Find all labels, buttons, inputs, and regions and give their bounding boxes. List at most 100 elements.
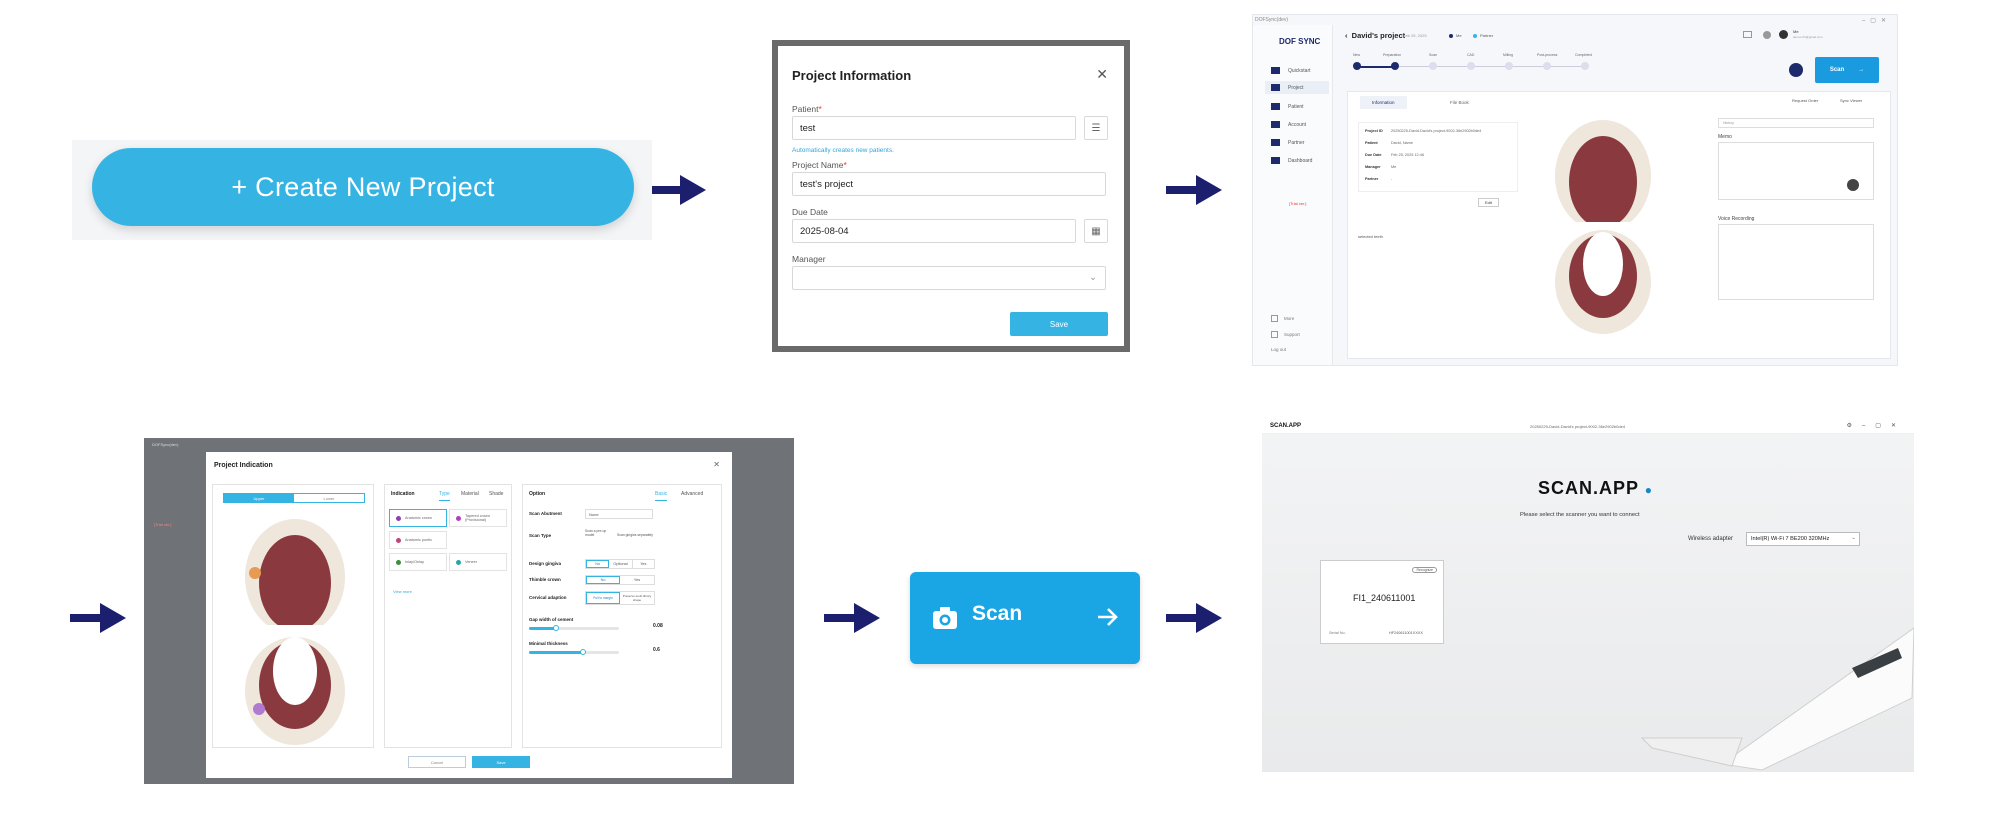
dental-arch-image[interactable] (225, 511, 365, 747)
flow-arrow-3 (70, 603, 126, 633)
memo-label: Memo (1718, 134, 1732, 140)
sidebar-item-dashboard[interactable]: Dashboard (1271, 157, 1312, 164)
sidebar-item-account[interactable]: Account (1271, 121, 1306, 128)
scanner-card[interactable]: Recognize FI1_240611001 Serial No. HF240… (1320, 560, 1444, 644)
patient-field[interactable]: test (792, 116, 1076, 140)
gap-width-slider[interactable] (529, 625, 619, 631)
save-button[interactable]: Save (472, 756, 530, 768)
close-icon[interactable]: ✕ (713, 460, 720, 469)
tab-type[interactable]: Type (439, 491, 450, 501)
close-icon[interactable]: ✕ (1096, 66, 1108, 82)
view-more-link[interactable]: View more (393, 589, 412, 594)
adapter-select[interactable]: Intel(R) Wi-Fi 7 BE200 320MHz⌄ (1746, 532, 1860, 546)
indication-chip[interactable]: Veneer (449, 553, 507, 571)
scan-type-option[interactable]: Scan a pre-op model (585, 529, 607, 537)
window-controls[interactable]: –▢✕ (1861, 18, 1891, 24)
tab-shade[interactable]: Shade (489, 491, 504, 497)
patient-label: Patient* (792, 104, 822, 114)
toggle-upper[interactable]: Upper (224, 494, 294, 502)
segment-option[interactable]: Preserve tooth library shape (622, 594, 652, 602)
edit-button[interactable]: Edit (1478, 198, 1499, 207)
slider-handle[interactable] (580, 649, 586, 655)
step-label: Preparation (1383, 53, 1402, 57)
step-dot (1429, 62, 1437, 70)
scan-button[interactable]: Scan (910, 572, 1140, 664)
serial-label: Serial No. (1329, 631, 1346, 635)
tab-information[interactable]: Information (1360, 96, 1407, 109)
mic-icon[interactable] (1847, 179, 1859, 191)
sidebar-item-logout[interactable]: Log out (1271, 347, 1286, 352)
notification-icon[interactable] (1763, 31, 1771, 39)
thimble-crown-segmented[interactable]: No Yes (585, 575, 655, 585)
sidebar-item-support[interactable]: Support (1271, 331, 1300, 338)
sync-viewer-button[interactable]: Sync Viewer (1840, 98, 1863, 103)
voice-recording-area[interactable] (1718, 224, 1874, 300)
cervical-adaption-segmented[interactable]: Pull to margin Preserve tooth library sh… (585, 591, 655, 605)
scanner-icon[interactable] (1789, 63, 1803, 77)
project-information-panel: Project Information ✕ Patient* test ☰ Au… (772, 40, 1130, 352)
indication-chip[interactable]: Anatomic crown (389, 509, 447, 527)
scan-type-label: Scan Type (529, 533, 552, 538)
sidebar-item-patient[interactable]: Patient (1271, 103, 1304, 110)
cervical-adaption-label: Cervical adaption (529, 595, 567, 600)
adapter-label: Wireless adapter (1688, 536, 1734, 542)
segment-option[interactable]: Yes (640, 562, 647, 566)
scan-button[interactable]: Scan→ (1815, 57, 1879, 83)
project-name-label: Project Name* (792, 160, 847, 170)
minimal-thickness-slider[interactable] (529, 649, 619, 655)
sidebar-item-more[interactable]: More (1271, 315, 1294, 322)
step-label: Post-process (1537, 53, 1558, 57)
flow-arrow-4 (824, 603, 880, 633)
segment-option[interactable]: Pull to margin (586, 592, 621, 604)
patient-list-icon[interactable]: ☰ (1084, 116, 1108, 140)
tab-basic[interactable]: Basic (655, 491, 668, 501)
segment-option[interactable]: Yes (633, 578, 641, 582)
indication-chip[interactable]: Inlay/Onlay (389, 553, 447, 571)
history-select[interactable]: History (1718, 118, 1874, 128)
chat-icon[interactable] (1743, 31, 1752, 38)
scan-type-option[interactable]: Scan gingiva separately (617, 533, 654, 537)
nav-label: Partner (1288, 139, 1305, 146)
sidebar: DOF SYNC Quickstart Project Patient Acco… (1253, 25, 1333, 365)
segment-option[interactable]: No (586, 560, 610, 568)
memo-field[interactable] (1718, 142, 1874, 200)
app-logo: DOF SYNC (1279, 37, 1321, 46)
sidebar-item-project[interactable]: Project (1265, 81, 1329, 94)
chevron-down-icon: ⌄ (1851, 535, 1856, 541)
create-new-project-button[interactable]: + Create New Project (92, 148, 634, 226)
tab-file-book[interactable]: File Book (1450, 100, 1469, 105)
window-controls[interactable]: ⚙–▢✕ (1846, 423, 1906, 429)
partner-icon (1271, 139, 1280, 146)
due-date-field[interactable]: 2025-08-04 (792, 219, 1076, 243)
table-row: Partner- (1365, 177, 1393, 181)
design-gingiva-segmented[interactable]: No Optional Yes (585, 559, 655, 569)
sidebar-item-partner[interactable]: Partner (1271, 139, 1304, 146)
nav-label: Patient (1288, 103, 1304, 110)
window-title: DOFSync(dev) (1255, 17, 1289, 23)
cancel-button[interactable]: Cancel (408, 756, 466, 768)
tab-material[interactable]: Material (461, 491, 479, 497)
toggle-lower[interactable]: Lower (323, 495, 335, 501)
project-indication-panel: DOFSync(dev) [Trial ver.] Project Indica… (144, 438, 794, 784)
arch-toggle[interactable]: Upper Lower (223, 493, 365, 503)
indication-chip[interactable]: Anatomic pontic (389, 531, 447, 549)
nav-label: Support (1284, 332, 1300, 337)
option-heading: Option (529, 491, 546, 497)
tab-advanced[interactable]: Advanced (681, 491, 704, 497)
slider-handle[interactable] (553, 625, 559, 631)
modal-title: Project Indication (214, 462, 273, 469)
scan-abutment-select[interactable]: None (585, 509, 653, 519)
request-order-button[interactable]: Request Order (1792, 98, 1819, 103)
project-card: Information File Book Request Order Sync… (1347, 91, 1891, 359)
segment-option[interactable]: No (586, 576, 621, 584)
save-button[interactable]: Save (1010, 312, 1108, 336)
calendar-icon[interactable]: ▦ (1084, 219, 1108, 243)
indication-chip[interactable]: Tapered crown (Provisional) (449, 509, 507, 527)
avatar[interactable] (1779, 30, 1788, 39)
sidebar-item-quickstart[interactable]: Quickstart (1271, 67, 1311, 74)
dental-arch-image[interactable] (1538, 114, 1668, 334)
project-name-field[interactable]: test's project (792, 172, 1106, 196)
manager-select[interactable]: ⌄ (792, 266, 1106, 290)
segment-option[interactable]: Optional (609, 560, 633, 568)
